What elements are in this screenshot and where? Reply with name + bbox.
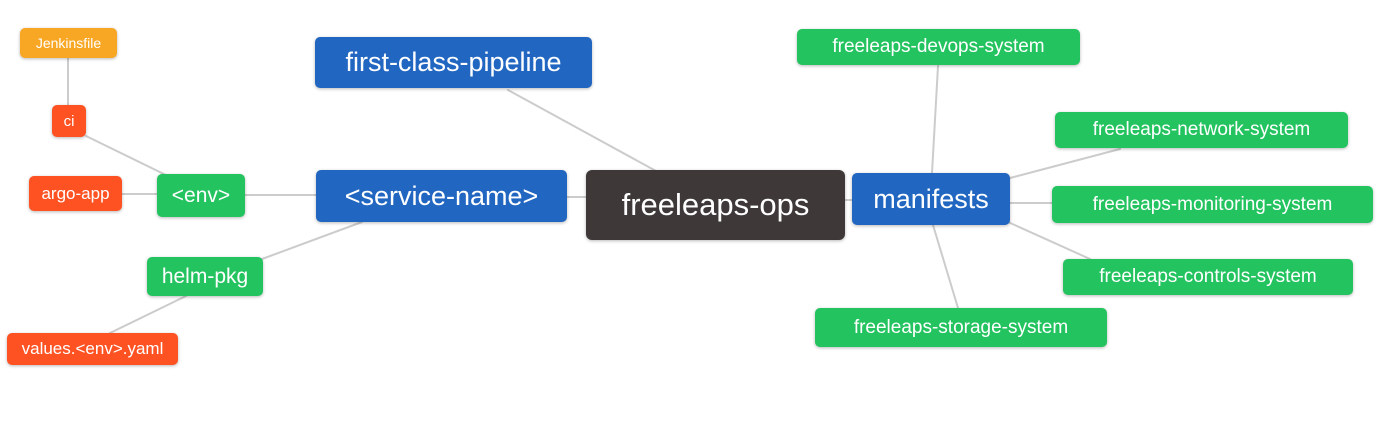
- edge-manifests-controls-system: [1007, 221, 1091, 260]
- node-ci[interactable]: ci: [52, 105, 86, 137]
- node-first-class-pipeline[interactable]: first-class-pipeline: [315, 37, 592, 88]
- node-helm-pkg[interactable]: helm-pkg: [147, 257, 263, 296]
- node-freeleaps-controls-system[interactable]: freeleaps-controls-system: [1063, 259, 1353, 295]
- edge-helm-pkg-service-name: [261, 221, 363, 260]
- node-manifests[interactable]: manifests: [852, 173, 1010, 225]
- node-freeleaps-devops-system[interactable]: freeleaps-devops-system: [797, 29, 1080, 65]
- edge-first-class-pipeline-freeleaps-ops: [507, 89, 657, 172]
- node-argo-app[interactable]: argo-app: [29, 176, 122, 211]
- edge-manifests-network-system: [1009, 148, 1121, 179]
- node-values-env-yaml[interactable]: values.<env>.yaml: [7, 333, 178, 365]
- node-freeleaps-ops[interactable]: freeleaps-ops: [586, 170, 845, 240]
- node-freeleaps-monitoring-system[interactable]: freeleaps-monitoring-system: [1052, 186, 1373, 223]
- edge-values-env-yaml-helm-pkg: [109, 295, 187, 334]
- edge-ci-env: [85, 135, 173, 179]
- node-jenkinsfile[interactable]: Jenkinsfile: [20, 28, 117, 58]
- node-service-name[interactable]: <service-name>: [316, 170, 567, 222]
- edge-manifests-devops-system: [931, 65, 939, 174]
- node-freeleaps-network-system[interactable]: freeleaps-network-system: [1055, 112, 1348, 148]
- edge-manifests-storage-system: [932, 224, 959, 309]
- node-freeleaps-storage-system[interactable]: freeleaps-storage-system: [815, 308, 1107, 347]
- node-env[interactable]: <env>: [157, 174, 245, 217]
